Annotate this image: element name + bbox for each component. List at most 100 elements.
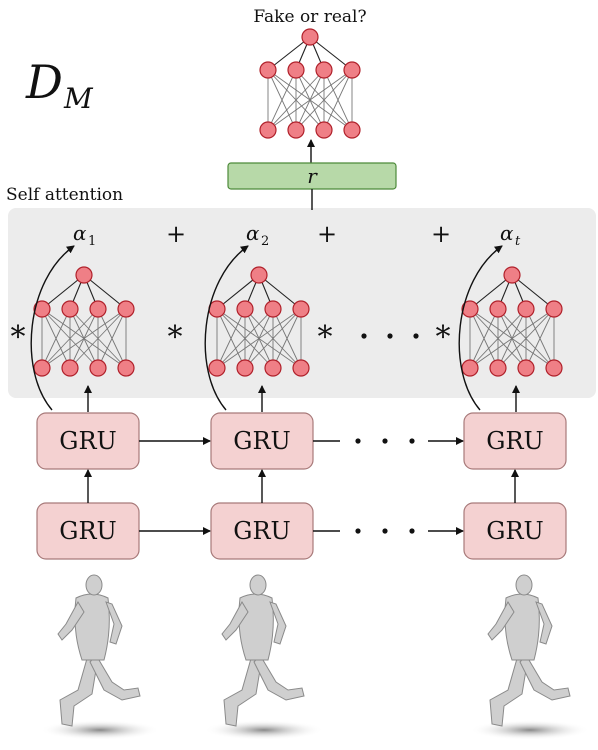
attention-network-3 [461, 266, 563, 377]
figure-head [85, 574, 103, 596]
figure-shadow [204, 720, 324, 740]
net-edge [69, 308, 127, 369]
neuron-input [259, 121, 277, 139]
net-edge-top [267, 36, 311, 71]
net-edge [497, 308, 555, 369]
net-edge-top [258, 274, 302, 310]
neuron-hidden [287, 61, 305, 79]
human-mesh-frame-3 [470, 574, 590, 740]
plus-sign-2: + [317, 220, 337, 248]
neuron-hidden [259, 61, 277, 79]
neuron-hidden [489, 300, 507, 318]
neuron-input [315, 121, 333, 139]
net-edge [272, 308, 302, 369]
neuron-hidden [61, 300, 79, 318]
gru-upper-3: GRU [463, 412, 567, 470]
net-edge [41, 308, 71, 369]
neuron-hidden [545, 300, 563, 318]
alpha-1: α 1 [73, 221, 96, 249]
figure-leg-front [89, 654, 141, 701]
human-mesh-frame-1 [40, 574, 160, 740]
alpha-1-base: α [73, 221, 87, 245]
net-edge [244, 308, 302, 369]
neuron-hidden [89, 300, 107, 318]
gru-upper-1-label: GRU [59, 427, 116, 455]
net-edge [216, 308, 302, 369]
gru-upper-2: GRU [210, 412, 314, 470]
net-edge [469, 308, 555, 369]
figure-head [249, 574, 267, 596]
star-sign-2: * [168, 320, 183, 355]
net-edge-top [309, 36, 353, 71]
figure-arm-left [221, 600, 249, 641]
net-edge [267, 69, 297, 131]
neuron-output [250, 266, 268, 284]
neuron-hidden [461, 300, 479, 318]
attention-network-2 [208, 266, 310, 377]
neuron-hidden [264, 300, 282, 318]
net-edge [323, 69, 353, 131]
output-network [259, 28, 361, 139]
gru-lower-2-label: GRU [233, 517, 290, 545]
gru-lower-2: GRU [210, 502, 314, 560]
figure-arm-right [269, 601, 287, 645]
figure-arm-left [487, 600, 515, 641]
neuron-input [264, 359, 282, 377]
figure-leg-front [253, 654, 305, 701]
neuron-input [343, 121, 361, 139]
neuron-input [461, 359, 479, 377]
plus-sign-3: + [431, 220, 451, 248]
gru-upper-2-label: GRU [233, 427, 290, 455]
neuron-input [236, 359, 254, 377]
net-edge [41, 308, 99, 369]
net-edge [525, 308, 555, 369]
figure-arm-right [535, 601, 553, 645]
neuron-input [489, 359, 507, 377]
alpha-2-sub: 2 [261, 234, 269, 249]
figure-head [515, 574, 533, 596]
gru-lower-1: GRU [36, 502, 140, 560]
neuron-input [545, 359, 563, 377]
star-sign-3: * [318, 320, 333, 355]
gru-upper-ellipsis [355, 438, 415, 444]
figure-torso [238, 593, 274, 661]
neuron-input [208, 359, 226, 377]
alpha-t: α t [500, 221, 521, 249]
human-mesh-frame-2 [204, 574, 324, 740]
neuron-hidden [208, 300, 226, 318]
alpha-t-base: α [500, 221, 514, 245]
neuron-input [287, 121, 305, 139]
neuron-output [301, 28, 319, 46]
neuron-input [61, 359, 79, 377]
neuron-hidden [517, 300, 535, 318]
gru-lower-ellipsis [355, 528, 415, 534]
net-edge [267, 69, 325, 131]
alpha-2: α 2 [246, 221, 269, 249]
figure-shadow [40, 720, 160, 740]
r-label: r [307, 164, 318, 188]
net-edge [295, 69, 353, 131]
neuron-hidden [117, 300, 135, 318]
gru-upper-3-label: GRU [486, 427, 543, 455]
net-edge [41, 308, 127, 369]
neuron-hidden [315, 61, 333, 79]
figure-torso [74, 593, 110, 661]
alpha-2-base: α [246, 221, 260, 245]
net-edge [469, 308, 499, 369]
attention-curve-1 [30, 245, 75, 411]
neuron-hidden [343, 61, 361, 79]
net-edge [97, 308, 127, 369]
star-sign-4: * [436, 320, 451, 355]
discriminator-subscript: M [63, 82, 94, 115]
net-edge-top [216, 274, 260, 310]
neuron-input [89, 359, 107, 377]
figure-shadow [470, 720, 590, 740]
attention-ellipsis [361, 333, 419, 339]
figure-arm-left [57, 600, 85, 641]
net-edge-top [41, 274, 85, 310]
attention-curve-2 [204, 245, 249, 411]
figure-arm-right [105, 601, 123, 645]
neuron-input [292, 359, 310, 377]
neuron-hidden [33, 300, 51, 318]
